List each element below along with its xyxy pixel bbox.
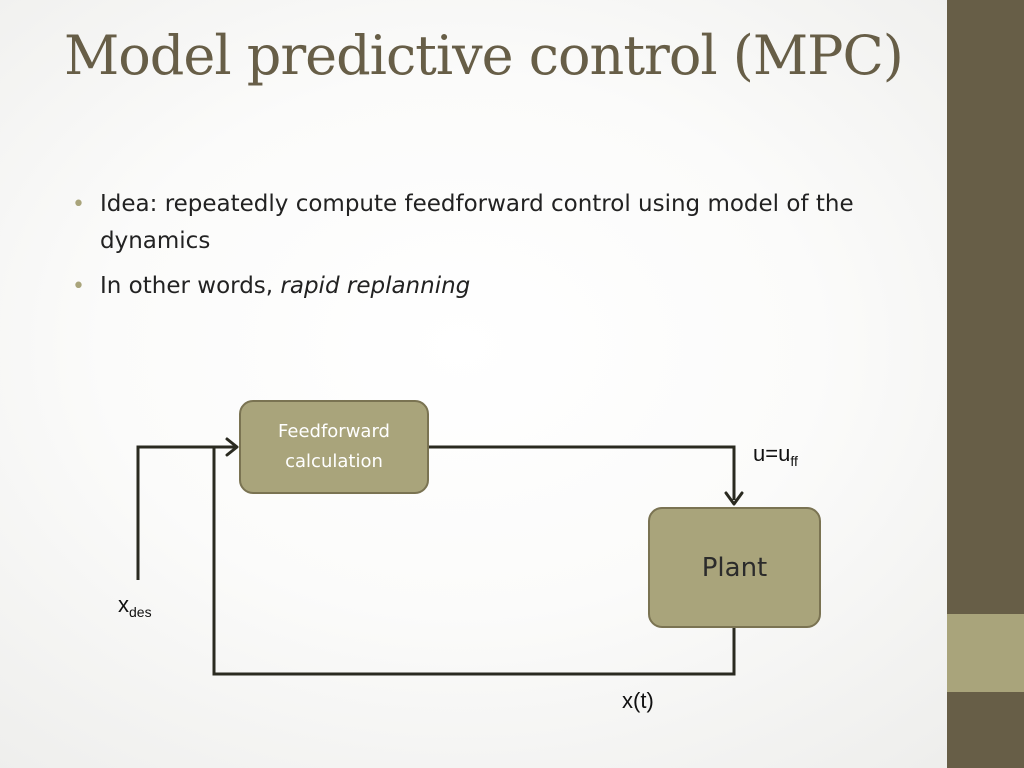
control-signal-label: u=uff (753, 441, 798, 469)
desired-state-sub: des (129, 604, 152, 620)
feedforward-label: Feedforward calculation (278, 421, 390, 472)
bullet-text: Idea: repeatedly compute feedforward con… (100, 191, 854, 254)
arrow-down-icon (724, 491, 744, 506)
slide-title: Model predictive control (MPC) (64, 24, 904, 87)
sidebar-accent-block (947, 614, 1024, 692)
plant-label: Plant (701, 552, 768, 583)
bullet-dot-icon: • (72, 192, 85, 217)
arrow-right-icon (225, 437, 239, 457)
state-label: x(t) (622, 688, 654, 713)
bullet-item: • In other words, rapid replanning (72, 268, 902, 305)
feedforward-output-line (429, 445, 736, 500)
bullet-dot-icon: • (72, 274, 85, 299)
bullet-emphasis: rapid replanning (280, 273, 471, 299)
desired-state-base: x (118, 592, 129, 617)
desired-state-label: xdes (118, 592, 152, 620)
plant-box: Plant (648, 507, 821, 628)
bullet-list: • Idea: repeatedly compute feedforward c… (72, 186, 902, 313)
control-signal-sub: ff (790, 453, 798, 469)
feedforward-box: Feedforward calculation (239, 400, 429, 494)
bullet-item: • Idea: repeatedly compute feedforward c… (72, 186, 902, 260)
bullet-text: In other words, (100, 273, 281, 299)
control-signal-base: u=u (753, 441, 791, 466)
desired-input-line (136, 445, 235, 580)
